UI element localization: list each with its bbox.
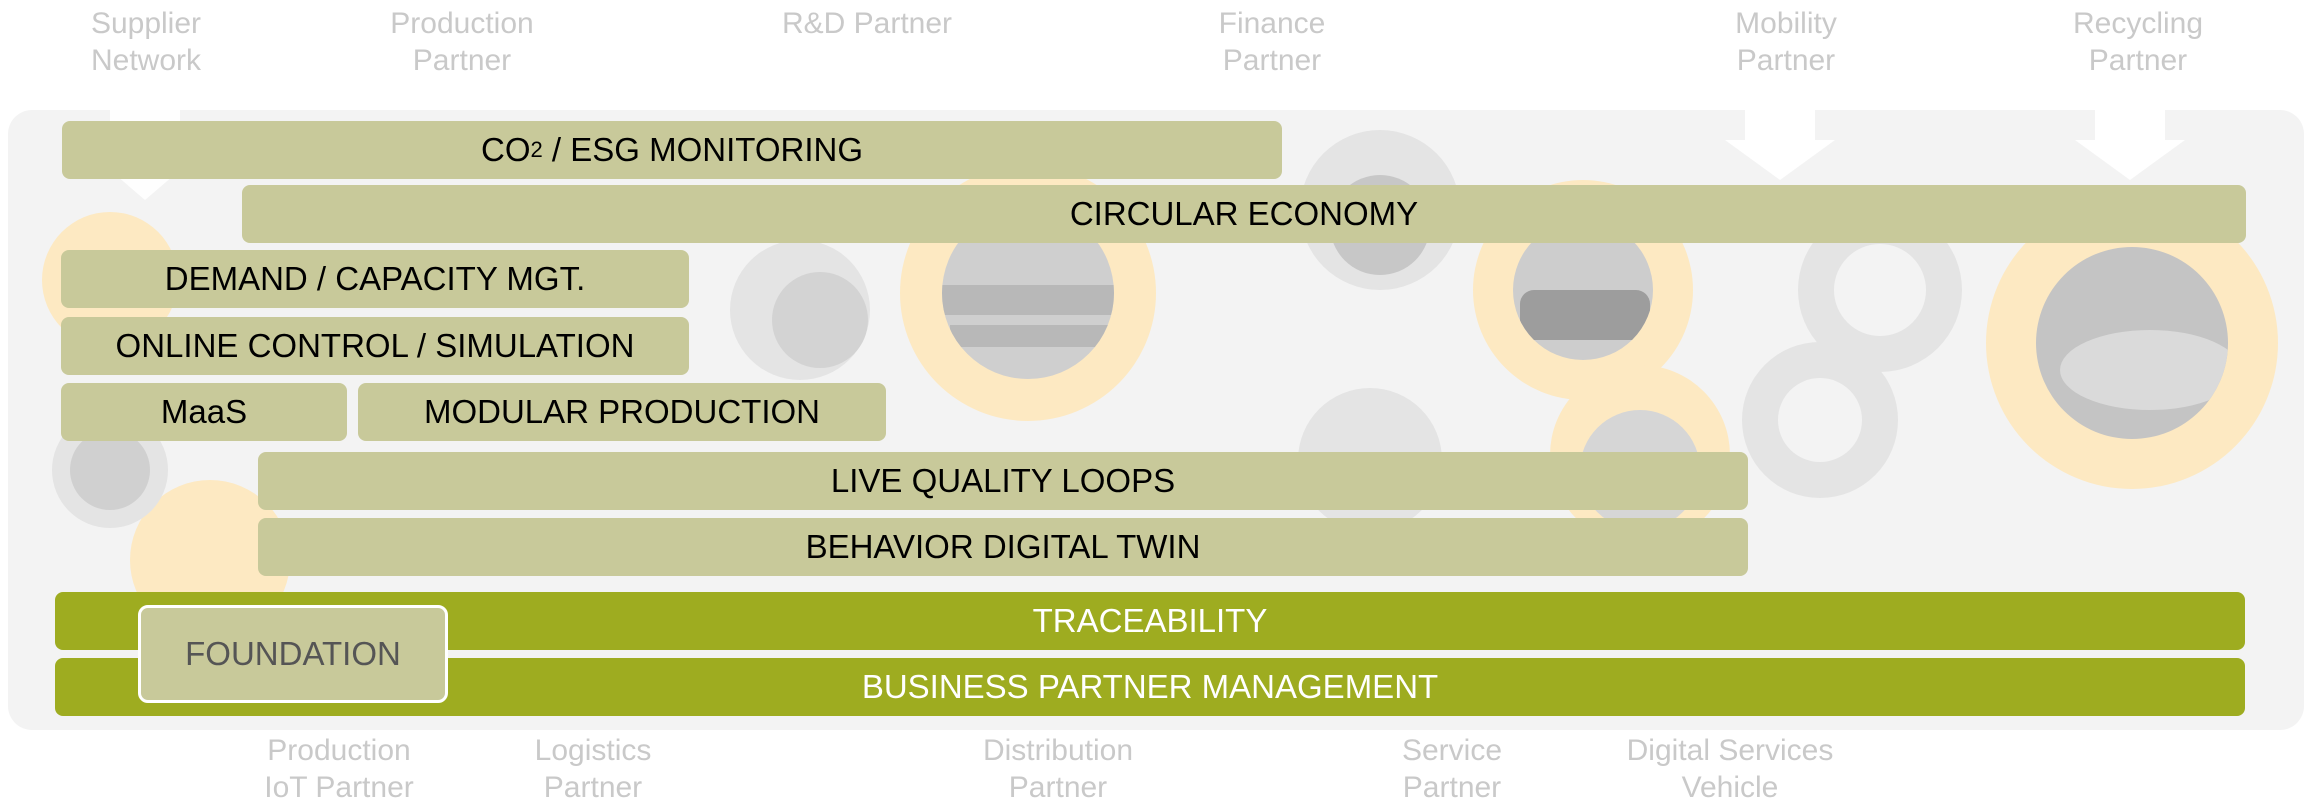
bar-live-quality-loops: LIVE QUALITY LOOPS <box>258 452 1748 510</box>
bar-online-control: ONLINE CONTROL / SIMULATION <box>61 317 689 375</box>
partner-label-digital-services: Digital Services Vehicle <box>1626 734 1834 804</box>
bar-circular-economy: CIRCULAR ECONOMY <box>242 185 2246 243</box>
partner-label-mobility: Mobility Partner <box>1735 7 1837 77</box>
bar-co2-prefix: CO <box>480 131 531 168</box>
partner-label-recycling: Recycling Partner <box>2072 7 2204 77</box>
partner-label-distribution: Distribution Partner <box>982 734 1134 804</box>
bar-demand-capacity: DEMAND / CAPACITY MGT. <box>61 250 689 308</box>
partner-label-production-iot: Production IoT Partner <box>264 734 414 804</box>
bar-maas: MaaS <box>61 383 347 441</box>
bar-co2-subscript: 2 <box>530 137 543 162</box>
bar-co2-suffix: / ESG MONITORING <box>542 131 863 168</box>
partner-label-supplier-network: Supplier Network <box>90 7 202 77</box>
foundation-label: FOUNDATION <box>138 605 448 703</box>
partner-label-logistics: Logistics Partner <box>534 734 652 804</box>
partner-label-finance: Finance Partner <box>1218 7 1326 77</box>
bar-modular-production: MODULAR PRODUCTION <box>358 383 886 441</box>
bar-behavior-digital-twin: BEHAVIOR DIGITAL TWIN <box>258 518 1748 576</box>
partner-label-service: Service Partner <box>1401 734 1503 804</box>
partner-label-rnd: R&D Partner <box>781 7 953 40</box>
partner-label-production: Production Partner <box>390 7 534 77</box>
